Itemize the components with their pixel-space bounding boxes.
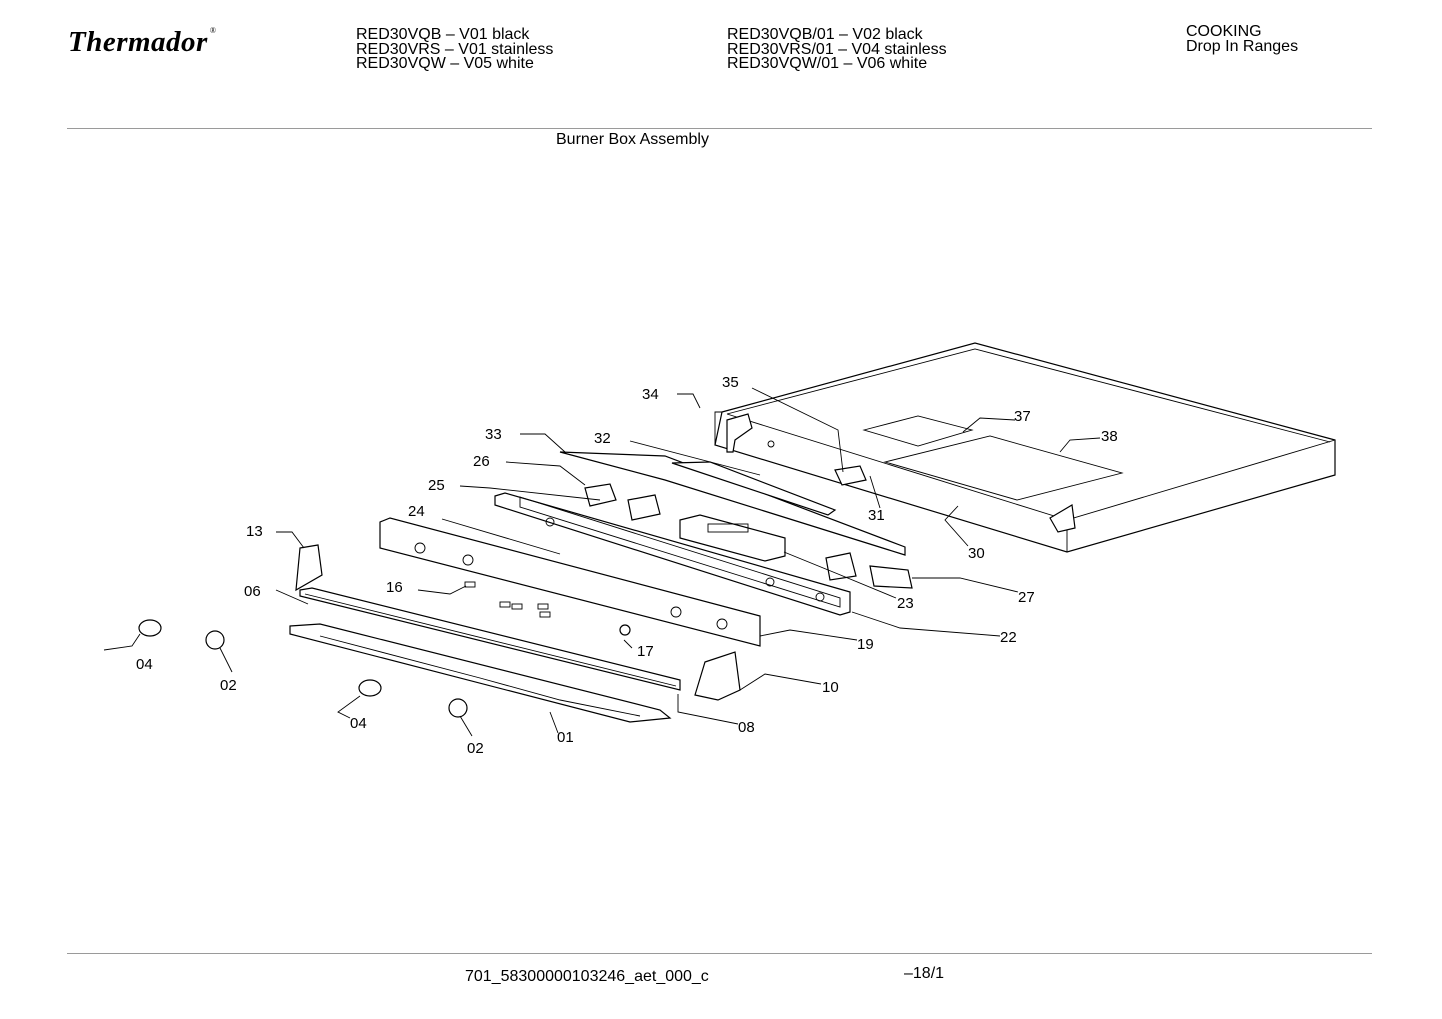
callout-label: 22: [1000, 629, 1017, 646]
model-line: RED30VQW – V05 white: [356, 55, 534, 72]
trim-bar: [299, 587, 681, 691]
callout-label: 33: [485, 426, 502, 443]
callout-label: 02: [467, 740, 484, 757]
callout-label: 27: [1018, 589, 1035, 606]
burner-box-tray: [714, 342, 1336, 553]
header-divider: [67, 128, 1372, 129]
callout-label: 34: [642, 386, 659, 403]
document-id: 701_58300000103246_aet_000_c: [465, 968, 709, 985]
callout-label: 08: [738, 719, 755, 736]
callout-label: 04: [350, 715, 367, 732]
diagram-title: Burner Box Assembly: [556, 131, 709, 148]
subcategory-label: Drop In Ranges: [1186, 38, 1299, 55]
callout-label: 25: [428, 477, 445, 494]
category-block: COOKING Drop In Ranges: [1186, 23, 1299, 55]
callout-label: 17: [637, 643, 654, 660]
model-line: RED30VRS/01 – V04 stainless: [727, 40, 947, 58]
callout-label: 35: [722, 374, 739, 391]
page-number: –18/1: [904, 965, 945, 982]
rail-strip-32: [559, 451, 906, 556]
callout-label: 06: [244, 583, 261, 600]
brand-name: Thermador: [68, 26, 208, 58]
model-line: RED30VQB – V01 black: [356, 26, 530, 43]
callout-label: 26: [473, 453, 490, 470]
control-bracket: [494, 492, 851, 616]
callout-label: 24: [408, 503, 425, 520]
callout-label: 32: [594, 430, 611, 447]
callout-label: 31: [868, 507, 885, 524]
model-line: RED30VQW/01 – V06 white: [727, 55, 928, 72]
callout-label: 30: [968, 545, 985, 562]
thermador-logo: Thermador®: [68, 26, 216, 59]
control-knobs: [138, 619, 631, 718]
footer-divider: [67, 953, 1372, 954]
callout-label: 10: [822, 679, 839, 696]
model-line: RED30VQB/01 – V02 black: [727, 26, 923, 43]
end-cap: [295, 544, 323, 592]
callout-label: 19: [857, 636, 874, 653]
model-list-left: RED30VQB – V01 black RED30VRS – V01 stai…: [356, 26, 554, 72]
knob-bezel-tray: [289, 623, 672, 723]
model-line: RED30VRS – V01 stainless: [356, 40, 554, 58]
callout-label: 37: [1014, 408, 1031, 425]
callout-labels: 34 35 37 38 33 32 26 25 24 31 30 13 06 1…: [136, 374, 1118, 757]
leader-lines: [103, 387, 1101, 737]
callout-label: 38: [1101, 428, 1118, 445]
registered-mark: ®: [209, 26, 217, 35]
side-piece: [694, 651, 741, 701]
callout-label: 01: [557, 729, 574, 746]
callout-label: 13: [246, 523, 263, 540]
callout-label: 16: [386, 579, 403, 596]
hardware-clips: [464, 581, 551, 618]
control-panel: [379, 517, 761, 647]
callout-label: 02: [220, 677, 237, 694]
switch-parts: [584, 483, 913, 589]
callout-label: 23: [897, 595, 914, 612]
model-list-right: RED30VQB/01 – V02 black RED30VRS/01 – V0…: [727, 26, 947, 72]
category-label: COOKING: [1186, 23, 1262, 40]
display-module: [679, 514, 786, 562]
callout-label: 04: [136, 656, 153, 673]
